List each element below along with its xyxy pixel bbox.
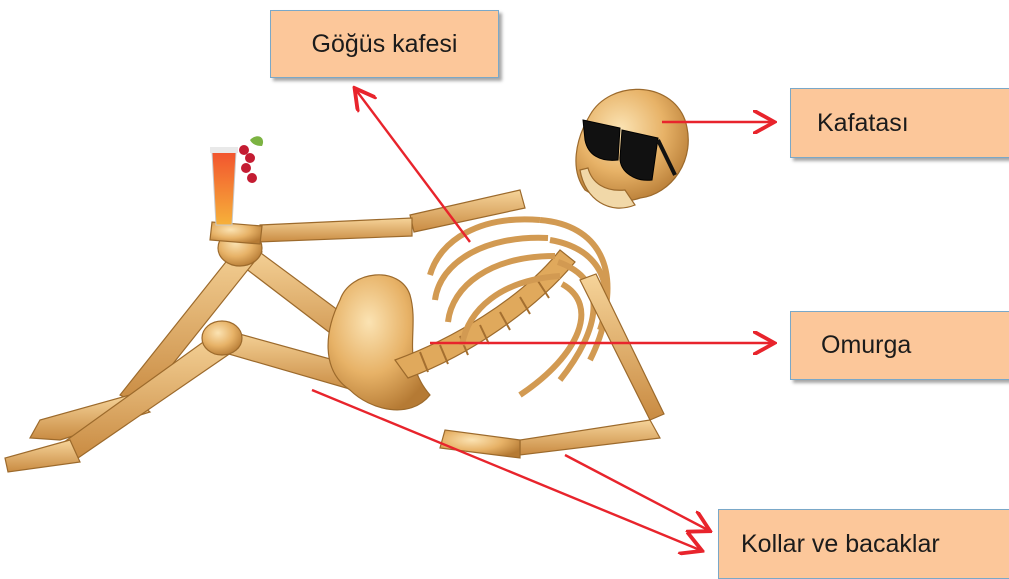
forearm-right — [520, 420, 660, 455]
upper-arm-left — [410, 190, 525, 232]
arrow-kollar-lower — [312, 390, 700, 550]
forearm-left — [258, 218, 412, 242]
skeleton-illustration — [5, 89, 688, 472]
cocktail-glass-icon — [210, 136, 263, 225]
upper-arm-right — [580, 274, 664, 420]
label-gogus-kafesi: Göğüs kafesi — [270, 10, 499, 78]
pelvis — [328, 275, 430, 410]
label-kollar-ve-bacaklar: Kollar ve bacaklar — [718, 509, 1009, 579]
knee-lower — [202, 321, 242, 355]
label-gogus-kafesi-text: Göğüs kafesi — [312, 30, 458, 59]
label-kollar-ve-bacaklar-text: Kollar ve bacaklar — [741, 530, 940, 559]
label-omurga-text: Omurga — [821, 331, 911, 360]
hand-right — [440, 430, 520, 458]
label-kafatasi-text: Kafatası — [817, 109, 909, 138]
arrow-kollar-upper — [565, 455, 708, 530]
label-omurga: Omurga — [790, 311, 1009, 380]
label-kafatasi: Kafatası — [790, 88, 1009, 158]
foot-lower — [5, 440, 80, 472]
